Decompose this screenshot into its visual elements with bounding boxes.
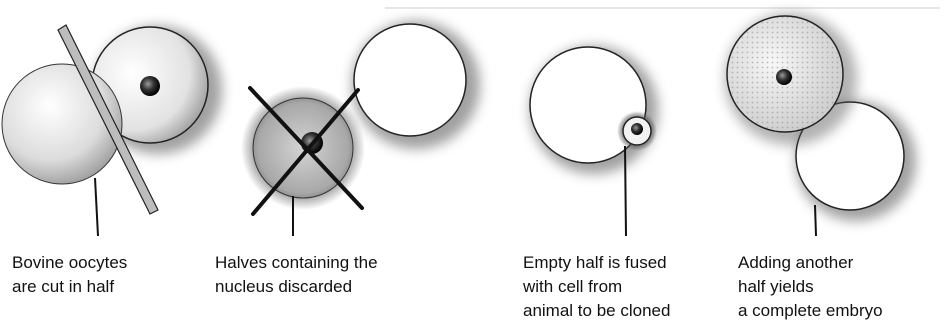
oocyte-nucleus bbox=[140, 76, 160, 96]
caption-line: with cell from bbox=[523, 275, 670, 299]
step3-cell-fusion bbox=[530, 46, 658, 236]
caption-line: animal to be cloned bbox=[523, 299, 670, 323]
step4-complete-embryo bbox=[725, 13, 916, 236]
caption-line: Bovine oocytes bbox=[12, 251, 127, 275]
step3-caption: Empty half is fused with cell from anima… bbox=[523, 251, 670, 323]
step1-pointer-line bbox=[95, 178, 98, 236]
step1-caption: Bovine oocytes are cut in half bbox=[12, 251, 127, 299]
embryo-nucleus bbox=[776, 69, 792, 85]
caption-line: Halves containing the bbox=[215, 251, 378, 275]
step2-caption: Halves containing the nucleus discarded bbox=[215, 251, 378, 299]
donor-cell-nucleus bbox=[631, 123, 643, 135]
oocyte-left-half bbox=[2, 64, 122, 184]
caption-line: Empty half is fused bbox=[523, 251, 670, 275]
step1-oocyte-cutting bbox=[2, 25, 222, 236]
step4-caption: Adding another half yields a complete em… bbox=[738, 251, 883, 323]
caption-line: a complete embryo bbox=[738, 299, 883, 323]
empty-half bbox=[354, 24, 466, 136]
caption-line: half yields bbox=[738, 275, 883, 299]
caption-line: nucleus discarded bbox=[215, 275, 378, 299]
step4-pointer-line bbox=[815, 205, 816, 236]
caption-line: Adding another bbox=[738, 251, 883, 275]
step3-pointer-line bbox=[625, 146, 626, 236]
step2-nucleus-discarded bbox=[241, 21, 480, 236]
caption-line: are cut in half bbox=[12, 275, 127, 299]
